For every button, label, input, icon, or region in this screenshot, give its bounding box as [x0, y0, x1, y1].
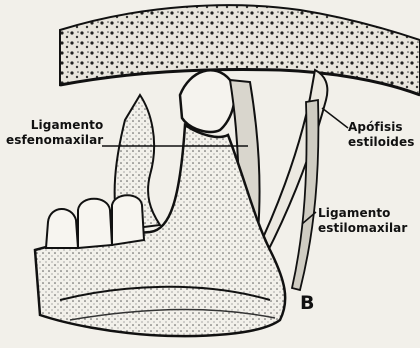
- label-styloid-process: Apófisis estiloides: [348, 120, 414, 150]
- label-sphenomandibular-line2: esfenomaxilar: [6, 133, 103, 148]
- label-stylomandibular-line2: estilomaxilar: [318, 221, 407, 236]
- leader-styloid: [322, 108, 348, 128]
- label-sphenomandibular-line1: Ligamento: [6, 118, 103, 133]
- label-styloid-line2: estiloides: [348, 135, 414, 150]
- panel-letter: B: [300, 292, 314, 314]
- label-stylomandibular-line1: Ligamento: [318, 206, 407, 221]
- label-styloid-line1: Apófisis: [348, 120, 414, 135]
- label-stylomandibular-ligament: Ligamento estilomaxilar: [318, 206, 407, 236]
- teeth: [46, 195, 144, 248]
- label-sphenomandibular-ligament: Ligamento esfenomaxilar: [6, 118, 103, 148]
- mandibular-condyle: [180, 70, 235, 132]
